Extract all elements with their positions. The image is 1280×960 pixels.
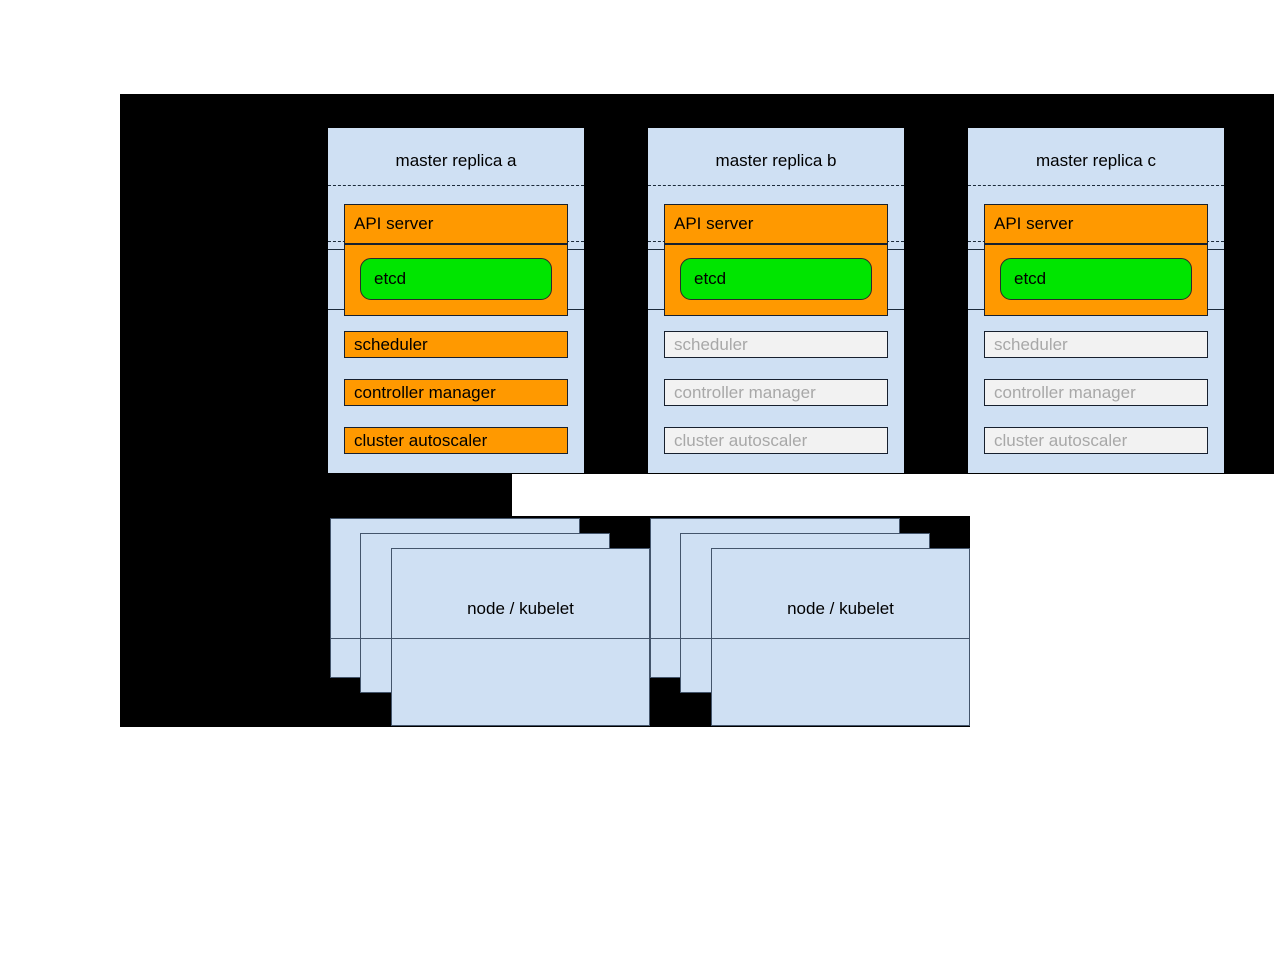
- api-server-c-label: API server: [994, 214, 1074, 233]
- api-server-a-label: API server: [354, 214, 434, 233]
- cluster-autoscaler-c[interactable]: cluster autoscaler: [984, 427, 1208, 454]
- controller-manager-a[interactable]: controller manager: [344, 379, 568, 406]
- etcd-c-label: etcd: [1014, 269, 1047, 288]
- cluster-autoscaler-b-label: cluster autoscaler: [674, 430, 808, 450]
- scheduler-c[interactable]: scheduler: [984, 331, 1208, 358]
- api-server-a[interactable]: API server: [344, 204, 568, 244]
- scheduler-a[interactable]: scheduler: [344, 331, 568, 358]
- scheduler-b-label: scheduler: [674, 334, 748, 354]
- control-plane-divider-c: [968, 185, 1224, 186]
- node-stack-1-card-front[interactable]: node / kubelet: [391, 548, 650, 726]
- api-server-b[interactable]: API server: [664, 204, 888, 244]
- etcd-b-label: etcd: [694, 269, 727, 288]
- scheduler-b[interactable]: scheduler: [664, 331, 888, 358]
- controller-manager-b-label: controller manager: [674, 382, 816, 402]
- control-plane-divider-a: [328, 185, 584, 186]
- api-server-c[interactable]: API server: [984, 204, 1208, 244]
- backdrop-notch-right: [970, 474, 1280, 727]
- api-server-b-label: API server: [674, 214, 754, 233]
- controller-manager-a-label: controller manager: [354, 382, 496, 402]
- cluster-autoscaler-a-label: cluster autoscaler: [354, 430, 488, 450]
- node-band-divider: [330, 638, 970, 639]
- etcd-b[interactable]: etcd: [680, 258, 872, 300]
- scheduler-c-label: scheduler: [994, 334, 1068, 354]
- etcd-a[interactable]: etcd: [360, 258, 552, 300]
- controller-manager-c-label: controller manager: [994, 382, 1136, 402]
- controller-manager-b[interactable]: controller manager: [664, 379, 888, 406]
- replica-b-title: master replica b: [715, 151, 837, 170]
- node-stack-2-card-front[interactable]: node / kubelet: [711, 548, 970, 726]
- cluster-autoscaler-a[interactable]: cluster autoscaler: [344, 427, 568, 454]
- replica-a-title: master replica a: [395, 151, 517, 170]
- scheduler-a-label: scheduler: [354, 334, 428, 354]
- etcd-c[interactable]: etcd: [1000, 258, 1192, 300]
- cluster-autoscaler-b[interactable]: cluster autoscaler: [664, 427, 888, 454]
- controller-manager-c[interactable]: controller manager: [984, 379, 1208, 406]
- node-stack-1-label: node / kubelet: [467, 599, 574, 618]
- node-stack-2-label: node / kubelet: [787, 599, 894, 618]
- etcd-a-label: etcd: [374, 269, 407, 288]
- control-plane-divider-b: [648, 185, 904, 186]
- replica-c-title: master replica c: [1036, 151, 1156, 170]
- cluster-autoscaler-c-label: cluster autoscaler: [994, 430, 1128, 450]
